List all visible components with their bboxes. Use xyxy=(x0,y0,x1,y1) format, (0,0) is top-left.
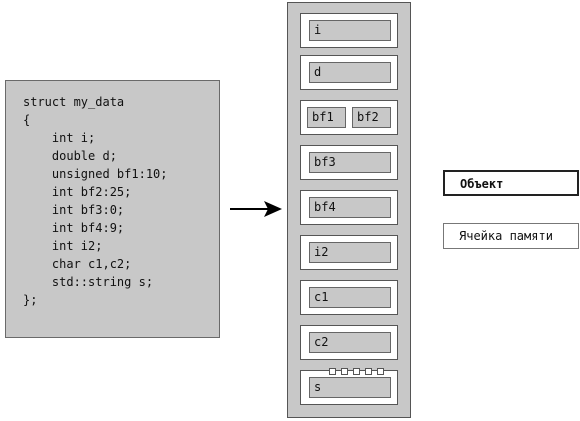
memory-cell-label: i xyxy=(309,20,391,41)
memory-object-bf4: bf4 xyxy=(300,190,398,225)
memory-cell-label: s xyxy=(309,377,391,398)
memory-cell-label: bf3 xyxy=(309,152,391,173)
struct-code-box: struct my_data { int i; double d; unsign… xyxy=(5,80,220,338)
string-notch-icon xyxy=(329,368,336,375)
memory-object-c2: c2 xyxy=(300,325,398,360)
memory-object-i: i xyxy=(300,13,398,48)
memory-cell-label: bf4 xyxy=(309,197,391,218)
memory-object-bf3: bf3 xyxy=(300,145,398,180)
string-notch-icon xyxy=(365,368,372,375)
legend-memory-cell: Ячейка памяти xyxy=(443,223,579,249)
memory-layout-column: i d bf1 bf2 bf3 bf4 i2 c1 c2 s xyxy=(287,2,411,418)
string-notch-icon xyxy=(341,368,348,375)
memory-cell-label: c2 xyxy=(309,332,391,353)
memory-object-c1: c1 xyxy=(300,280,398,315)
memory-cell-label: bf1 xyxy=(307,107,346,128)
string-notch-icon xyxy=(377,368,384,375)
code-line: int bf3:0; xyxy=(23,203,125,217)
code-line: int i2; xyxy=(23,239,103,253)
code-line: char c1,c2; xyxy=(23,257,132,271)
code-line: unsigned bf1:10; xyxy=(23,167,168,181)
code-line: int bf4:9; xyxy=(23,221,125,235)
code-line: }; xyxy=(23,293,38,307)
memory-object-s: s xyxy=(300,368,398,405)
memory-object-d: d xyxy=(300,55,398,90)
memory-cell-label: d xyxy=(309,62,391,83)
string-notch-icon xyxy=(353,368,360,375)
memory-object-bf1-bf2: bf1 bf2 xyxy=(300,100,398,135)
memory-cell-label: i2 xyxy=(309,242,391,263)
code-line: { xyxy=(23,113,31,127)
code-line: int bf2:25; xyxy=(23,185,132,199)
code-line: std::string s; xyxy=(23,275,154,289)
code-line: struct my_data xyxy=(23,95,125,109)
code-line: int i; xyxy=(23,131,96,145)
legend-object: Объект xyxy=(443,170,579,196)
memory-cell-label: c1 xyxy=(309,287,391,308)
code-line: double d; xyxy=(23,149,117,163)
memory-object-i2: i2 xyxy=(300,235,398,270)
memory-cell-label: bf2 xyxy=(352,107,391,128)
